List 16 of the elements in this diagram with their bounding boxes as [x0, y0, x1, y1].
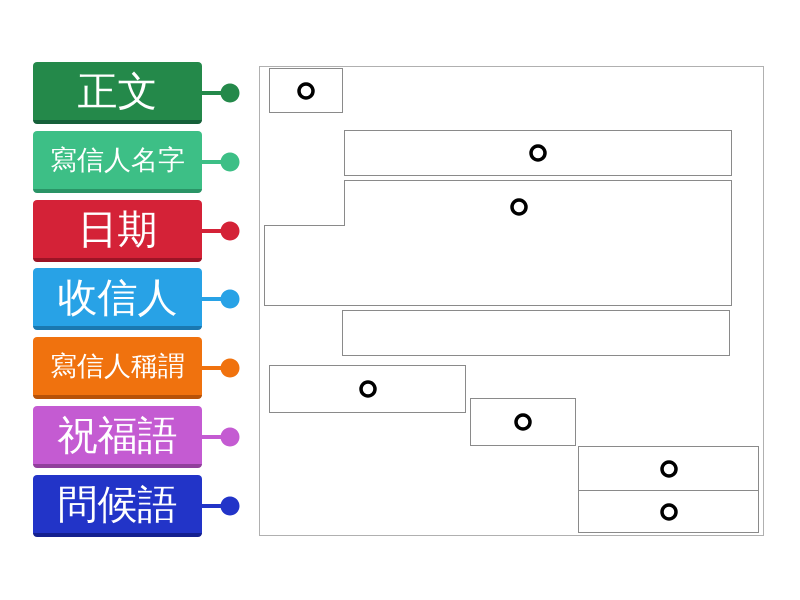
label-button: 祝福語	[33, 406, 202, 468]
label-button: 寫信人稱謂	[33, 337, 202, 399]
drop-zone	[578, 446, 759, 491]
drop-zone	[269, 365, 466, 413]
drop-zone	[578, 490, 759, 533]
label-button: 正文	[33, 62, 202, 124]
label-button: 日期	[33, 200, 202, 262]
drop-zone	[344, 130, 732, 176]
template-frame	[259, 66, 764, 536]
drop-zone-outline	[264, 180, 732, 306]
drop-zone	[470, 398, 576, 446]
drop-zone	[342, 310, 730, 356]
label-button: 問候語	[33, 475, 202, 537]
label-button: 收信人	[33, 268, 202, 330]
drop-zone	[269, 68, 343, 113]
label-button: 寫信人名字	[33, 131, 202, 193]
